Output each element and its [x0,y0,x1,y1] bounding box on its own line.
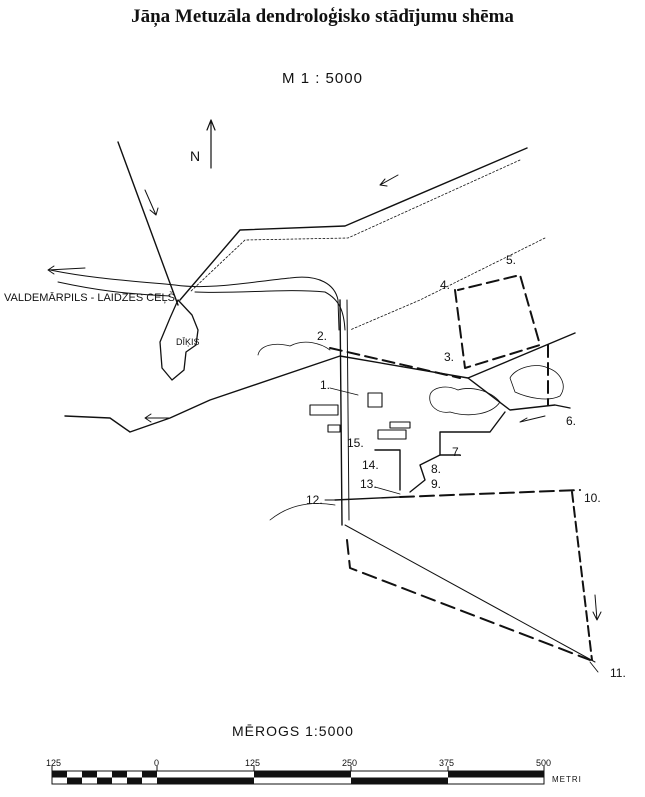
route-south [346,539,591,661]
building [309,404,339,416]
point-label: 14. [362,458,379,472]
trail-14 [374,449,401,491]
point-label: 9. [431,477,442,491]
scale-tick: 0 [154,758,160,768]
scale-bar [51,766,545,785]
pond-label: DĪĶIS [176,337,200,347]
trail-7-9 [409,454,441,493]
point-label: 15. [347,436,364,450]
road-north [117,141,179,306]
forest-boundary [179,147,528,301]
route-4-5 [454,274,541,369]
north-arrow [206,119,216,169]
park-line-diagonal [344,524,596,663]
scale-bar-title: MĒROGS 1:5000 [232,723,354,739]
park-line-12 [334,496,401,501]
tree-group [257,341,331,356]
park-line-east-2 [439,411,506,456]
tree-group [429,386,501,416]
park-line-east [467,377,571,411]
scale-tick: 125 [245,758,261,768]
scale-tick: 500 [536,758,552,768]
point-label: 7. [452,445,463,459]
leader-line [374,486,401,495]
point-label: 3. [444,350,455,364]
flow-arrow [519,415,546,423]
central-road-2 [346,299,350,521]
point-label: 4. [440,278,451,292]
tree-group [269,503,336,521]
point-label: 13. [360,477,377,491]
road-label: VALDEMĀRPILS - LAIDZES CEĻŠ [4,292,175,304]
scale-tick: 250 [342,758,358,768]
point-label: 10. [584,491,601,505]
north-label: N [190,148,201,164]
flow-arrow [592,594,602,621]
pond [159,299,199,381]
point-label: 2. [317,329,328,343]
leader-line [589,661,599,673]
point-label: 12. [306,493,323,507]
building [367,392,383,408]
point-label: 1. [320,378,331,392]
building [377,429,407,440]
flow-arrow [144,189,159,216]
river [49,269,340,331]
river-bank-2 [194,290,346,331]
flow-arrow [47,265,86,275]
route-12-10 [399,489,581,498]
tree-group [509,365,564,400]
point-label: 6. [566,414,577,428]
building [389,421,411,429]
central-road [339,299,343,526]
page-title: Jāņa Metuzāla dendroloģisko stādījumu sh… [131,6,514,27]
forest-edge-dots [189,159,521,293]
point-label: 5. [506,253,517,267]
route-10-11 [571,491,593,661]
map-scale: M 1 : 5000 [282,70,363,87]
scale-tick: 375 [439,758,455,768]
forest-edge-lower [349,237,546,331]
flow-arrow [144,413,171,423]
scale-tick: 125 [46,758,62,768]
leader-line [329,387,359,396]
river-bank [57,281,171,297]
route-2-3 [329,347,461,379]
point-label: 8. [431,462,442,476]
point-label: 11. [610,666,626,680]
flow-arrow [379,174,399,187]
building [327,424,341,433]
scale-unit: METRI [552,775,582,784]
